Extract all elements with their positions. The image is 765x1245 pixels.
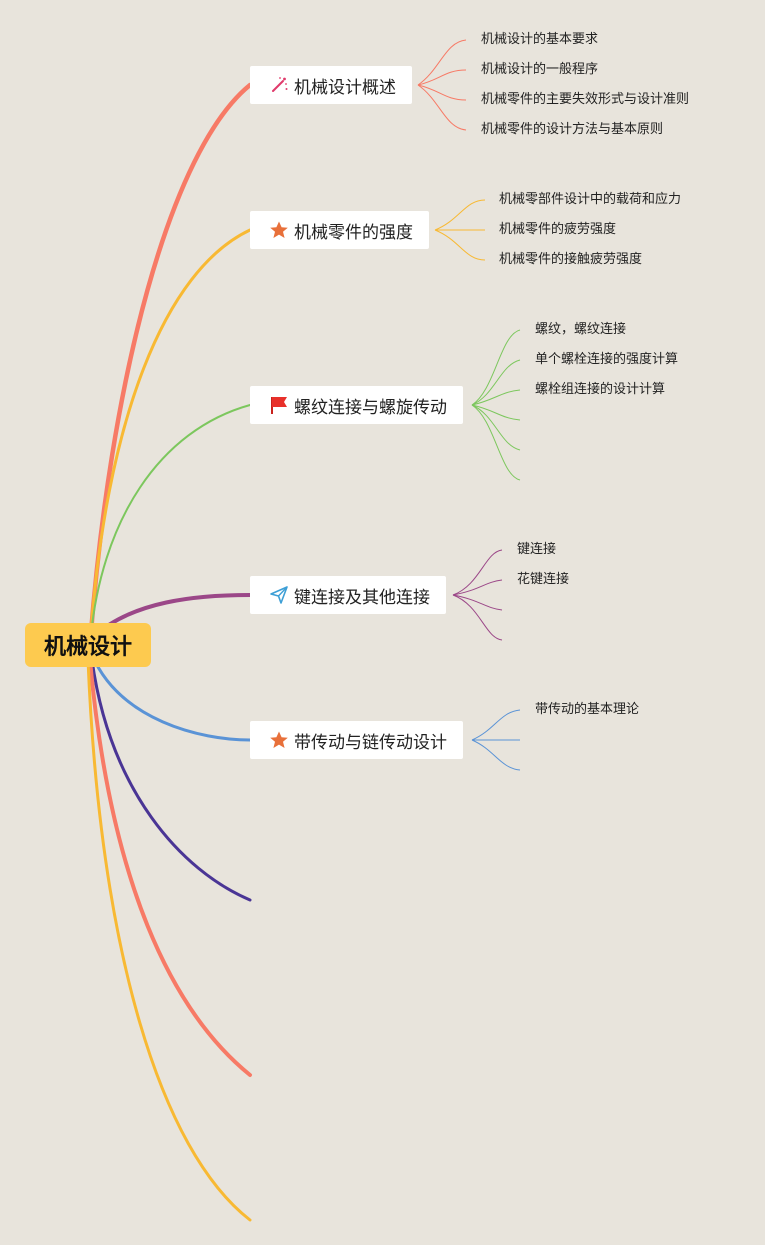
leaf-label: 螺纹，螺纹连接 [535, 322, 627, 337]
leaf-label: 机械零件的接触疲劳强度 [499, 252, 643, 267]
link-branch-5-empty-3 [471, 739, 521, 771]
link-branch-3-leaf-1 [471, 329, 521, 406]
link-root-to-branch-1 [87, 82, 253, 648]
link-root-to-branch-3 [89, 404, 251, 646]
link-branch-5-leaf-1 [471, 709, 521, 741]
link-branch-1-leaf-1 [417, 39, 467, 86]
branch-label: 机械零件的强度 [294, 222, 413, 243]
link-branch-3-empty-6 [471, 404, 521, 481]
leaf-label: 机械零件的设计方法与基本原则 [481, 122, 664, 137]
link-root-unlabeled-branch-7 [88, 658, 252, 1077]
leaf-node[interactable]: 机械设计的一般程序 [481, 61, 598, 79]
leaf-label: 机械零件的主要失效形式与设计准则 [481, 92, 690, 107]
link-root-unlabeled-branch-6 [90, 658, 252, 902]
link-branch-1-leaf-2 [417, 69, 467, 86]
branch-node-5[interactable]: 带传动与链传动设计 [250, 721, 463, 759]
leaf-node[interactable]: 机械零部件设计中的载荷和应力 [499, 191, 681, 209]
branch-node-2[interactable]: 机械零件的强度 [250, 211, 429, 249]
branch-label: 带传动与链传动设计 [294, 732, 447, 753]
branch-node-1[interactable]: 机械设计概述 [250, 66, 412, 104]
leaf-node[interactable]: 螺栓组连接的设计计算 [535, 381, 665, 399]
leaf-node[interactable]: 单个螺栓连接的强度计算 [535, 351, 678, 369]
leaf-label: 带传动的基本理论 [535, 702, 640, 717]
leaf-label: 机械设计的基本要求 [481, 32, 599, 47]
branch-label: 螺纹连接与螺旋传动 [294, 397, 447, 418]
leaf-node[interactable]: 螺纹，螺纹连接 [535, 321, 626, 339]
link-branch-1-leaf-4 [417, 84, 467, 131]
leaf-node[interactable]: 机械零件的主要失效形式与设计准则 [481, 91, 689, 109]
branch-label: 键连接及其他连接 [294, 587, 430, 608]
root-label: 机械设计 [43, 635, 132, 660]
link-branch-4-empty-3 [452, 594, 503, 611]
leaf-node[interactable]: 机械设计的基本要求 [481, 31, 598, 49]
link-branch-2-leaf-3 [434, 229, 486, 261]
leaf-node[interactable]: 机械零件的接触疲劳强度 [499, 251, 642, 269]
paper-plane-icon [268, 584, 290, 606]
leaf-label: 机械零部件设计中的载荷和应力 [499, 192, 682, 207]
link-root-to-branch-5 [90, 653, 252, 742]
link-branch-1-leaf-3 [417, 84, 467, 101]
link-branch-2-leaf-1 [434, 199, 486, 231]
leaf-label: 键连接 [517, 542, 557, 557]
red-flag-icon [268, 394, 290, 416]
leaf-node[interactable]: 机械零件的疲劳强度 [499, 221, 616, 239]
leaf-label: 单个螺栓连接的强度计算 [535, 352, 679, 367]
leaf-node[interactable]: 花键连接 [517, 571, 569, 589]
link-branch-3-leaf-2 [471, 359, 521, 406]
leaf-label: 机械零件的疲劳强度 [499, 222, 617, 237]
leaf-label: 花键连接 [517, 572, 570, 587]
link-branch-4-empty-4 [452, 594, 503, 641]
root-node[interactable]: 机械设计 [25, 623, 151, 667]
link-branch-4-leaf-1 [452, 549, 503, 596]
branch-label: 机械设计概述 [294, 77, 396, 98]
leaf-label: 机械设计的一般程序 [481, 62, 599, 77]
link-branch-3-empty-5 [471, 404, 521, 451]
leaf-node[interactable]: 带传动的基本理论 [535, 701, 639, 719]
leaf-node[interactable]: 键连接 [517, 541, 556, 559]
star-icon [268, 219, 290, 241]
leaf-label: 螺栓组连接的设计计算 [535, 382, 666, 397]
magic-wand-icon [268, 74, 290, 96]
link-root-to-branch-2 [88, 228, 252, 647]
link-branch-3-empty-4 [471, 404, 521, 421]
star-icon [268, 729, 290, 751]
link-root-unlabeled-branch-8 [86, 658, 252, 1222]
link-branch-4-leaf-2 [452, 579, 503, 596]
branch-node-4[interactable]: 键连接及其他连接 [250, 576, 446, 614]
leaf-node[interactable]: 机械零件的设计方法与基本原则 [481, 121, 663, 139]
branch-node-3[interactable]: 螺纹连接与螺旋传动 [250, 386, 463, 424]
link-branch-3-leaf-3 [471, 389, 521, 406]
